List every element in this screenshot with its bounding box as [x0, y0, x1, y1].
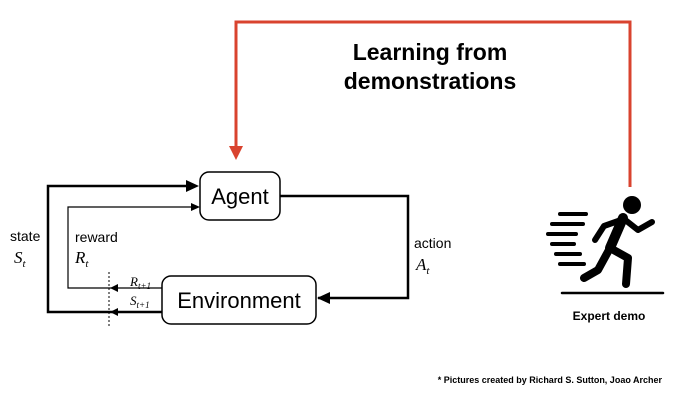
- expert-demo-caption: Expert demo: [573, 309, 646, 323]
- demonstration-feedback-arrow: [234, 20, 632, 187]
- next-state-arrowhead: [110, 308, 118, 316]
- next-reward-symbol: Rt+1: [129, 274, 151, 291]
- action-symbol: At: [415, 255, 430, 277]
- demonstration-arrowhead: [229, 146, 243, 160]
- agent-label: Agent: [211, 184, 269, 209]
- next-reward-arrowhead: [110, 284, 118, 292]
- state-arrowhead: [186, 180, 199, 192]
- action-arrowhead: [317, 292, 330, 304]
- state-word: state: [10, 228, 41, 244]
- next-state-symbol: St+1: [130, 293, 150, 310]
- running-person-icon: [546, 196, 665, 295]
- credit-note: * Pictures created by Richard S. Sutton,…: [438, 375, 663, 385]
- state-arrow: [46, 184, 186, 314]
- environment-box: [161, 275, 317, 325]
- action-arrow: [280, 194, 410, 300]
- reward-symbol: Rt: [74, 248, 89, 270]
- title-line-2: demonstrations: [344, 68, 517, 94]
- title-line-1: Learning from: [353, 39, 508, 65]
- reward-word: reward: [75, 229, 118, 245]
- environment-label: Environment: [177, 288, 301, 313]
- action-word: action: [414, 235, 451, 251]
- reward-arrowhead: [191, 203, 200, 211]
- state-symbol: St: [14, 248, 27, 270]
